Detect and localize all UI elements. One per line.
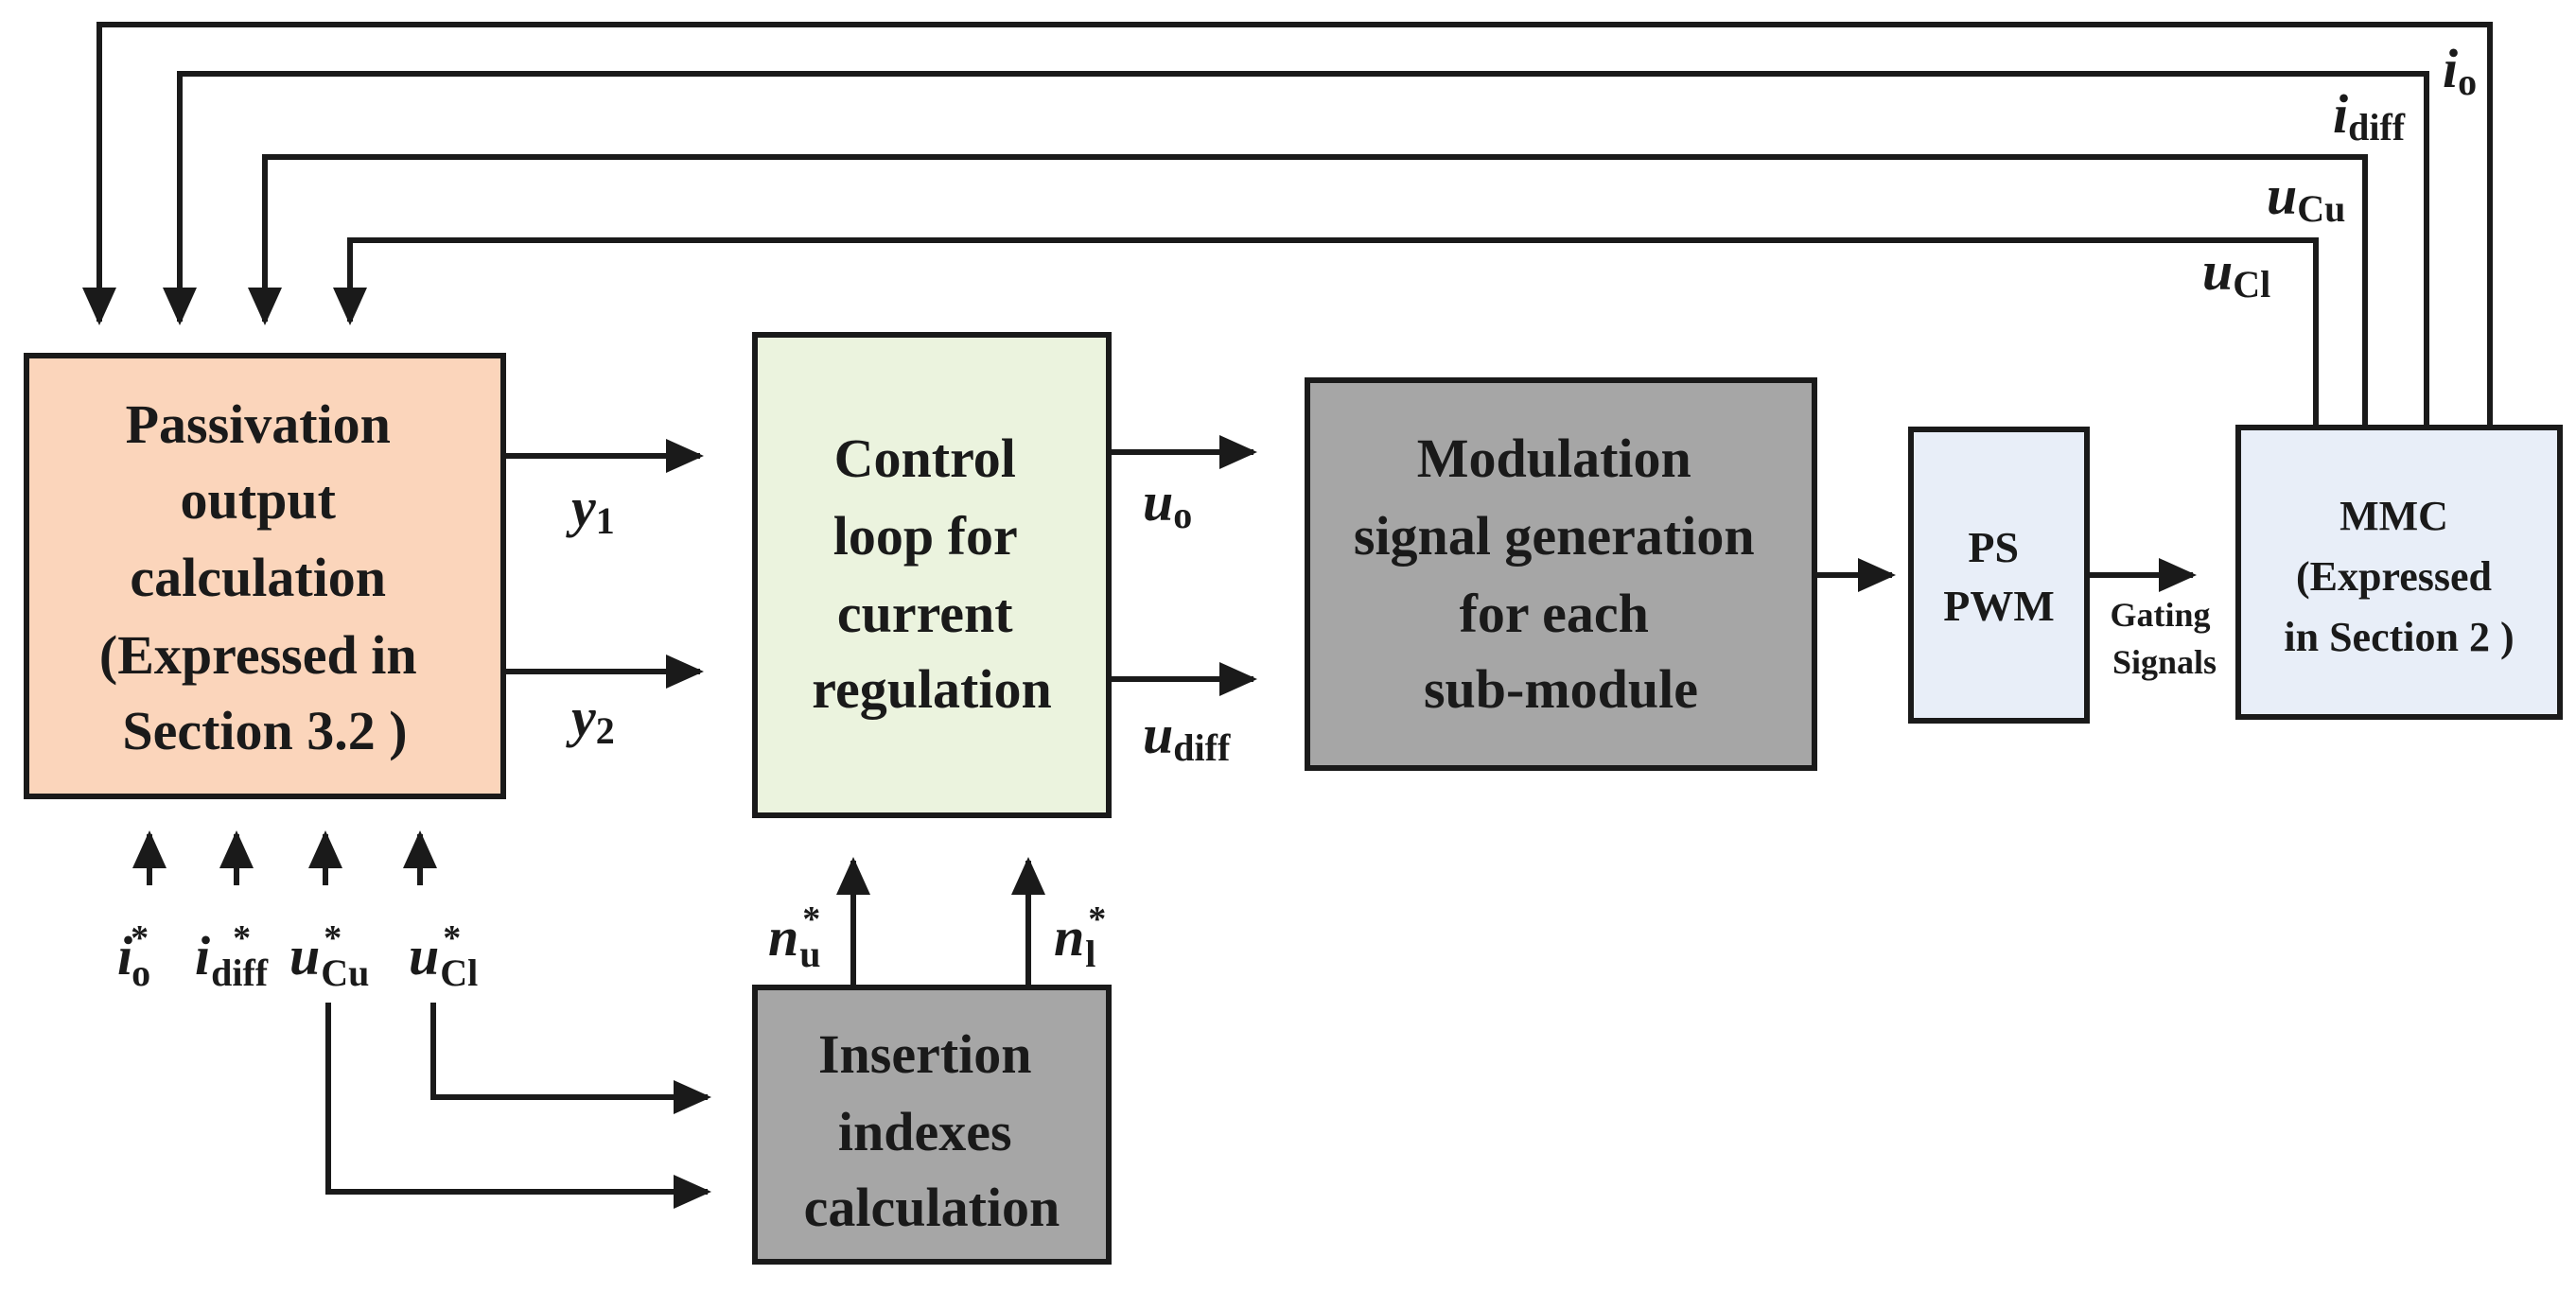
idiff-ref-label: i*diff (195, 918, 269, 994)
insertion-block: Insertion indexes calculation (752, 985, 1112, 1265)
uo-label: uo (1143, 471, 1192, 536)
mmc-block: MMC (Expressed in Section 2 ) (2235, 425, 2563, 720)
feedback-ucl-wire (333, 237, 2319, 428)
io-ref-label: i*o (117, 918, 150, 994)
nl-ref-label: n*l (1054, 899, 1106, 975)
insertion-label: Insertion indexes calculation (804, 1023, 1060, 1238)
feedback-idiff-wire (163, 71, 2429, 428)
ucl-feedback-label: uCl (2202, 240, 2270, 306)
modulation-block: Modulation signal generation for each su… (1305, 377, 1817, 771)
feedback-io-wire (82, 22, 2493, 428)
control-loop-box (752, 332, 1112, 818)
passivation-block: Passivation output calculation (Expresse… (24, 353, 506, 799)
modulation-label: Modulation signal generation for each su… (1354, 428, 1768, 720)
io-feedback-label: io (2443, 38, 2477, 103)
modulation-box (1305, 377, 1817, 771)
y2-label: y2 (566, 687, 615, 752)
mmc-label: MMC (Expressed in Section 2 ) (2284, 493, 2514, 660)
passivation-box (24, 353, 506, 799)
idiff-feedback-label: idiff (2333, 83, 2406, 148)
udiff-label: udiff (1143, 704, 1231, 769)
y1-label: y1 (566, 477, 615, 542)
ucl-ref-label: u*Cl (409, 918, 478, 994)
pspwm-box (1908, 427, 2090, 724)
ucu-ref-label: u*Cu (289, 918, 369, 994)
pspwm-block: PS PWM (1908, 427, 2090, 724)
nu-ref-label: n*u (768, 899, 821, 975)
ucl-to-insertion-wire (430, 1003, 711, 1114)
feedback-ucu-wire (248, 154, 2368, 428)
mmc-box (2235, 425, 2563, 720)
passivation-label: Passivation output calculation (Expresse… (99, 393, 430, 761)
ucu-to-insertion-wire (325, 1003, 711, 1209)
pspwm-label: PS PWM (1943, 523, 2055, 630)
gating-signals-label: Gating Signals (2110, 596, 2218, 681)
control-loop-block: Control loop for current regulation (752, 332, 1112, 818)
control-loop-label: Control loop for current regulation (812, 428, 1052, 720)
ucu-feedback-label: uCu (2267, 165, 2345, 230)
insertion-box (752, 985, 1112, 1265)
